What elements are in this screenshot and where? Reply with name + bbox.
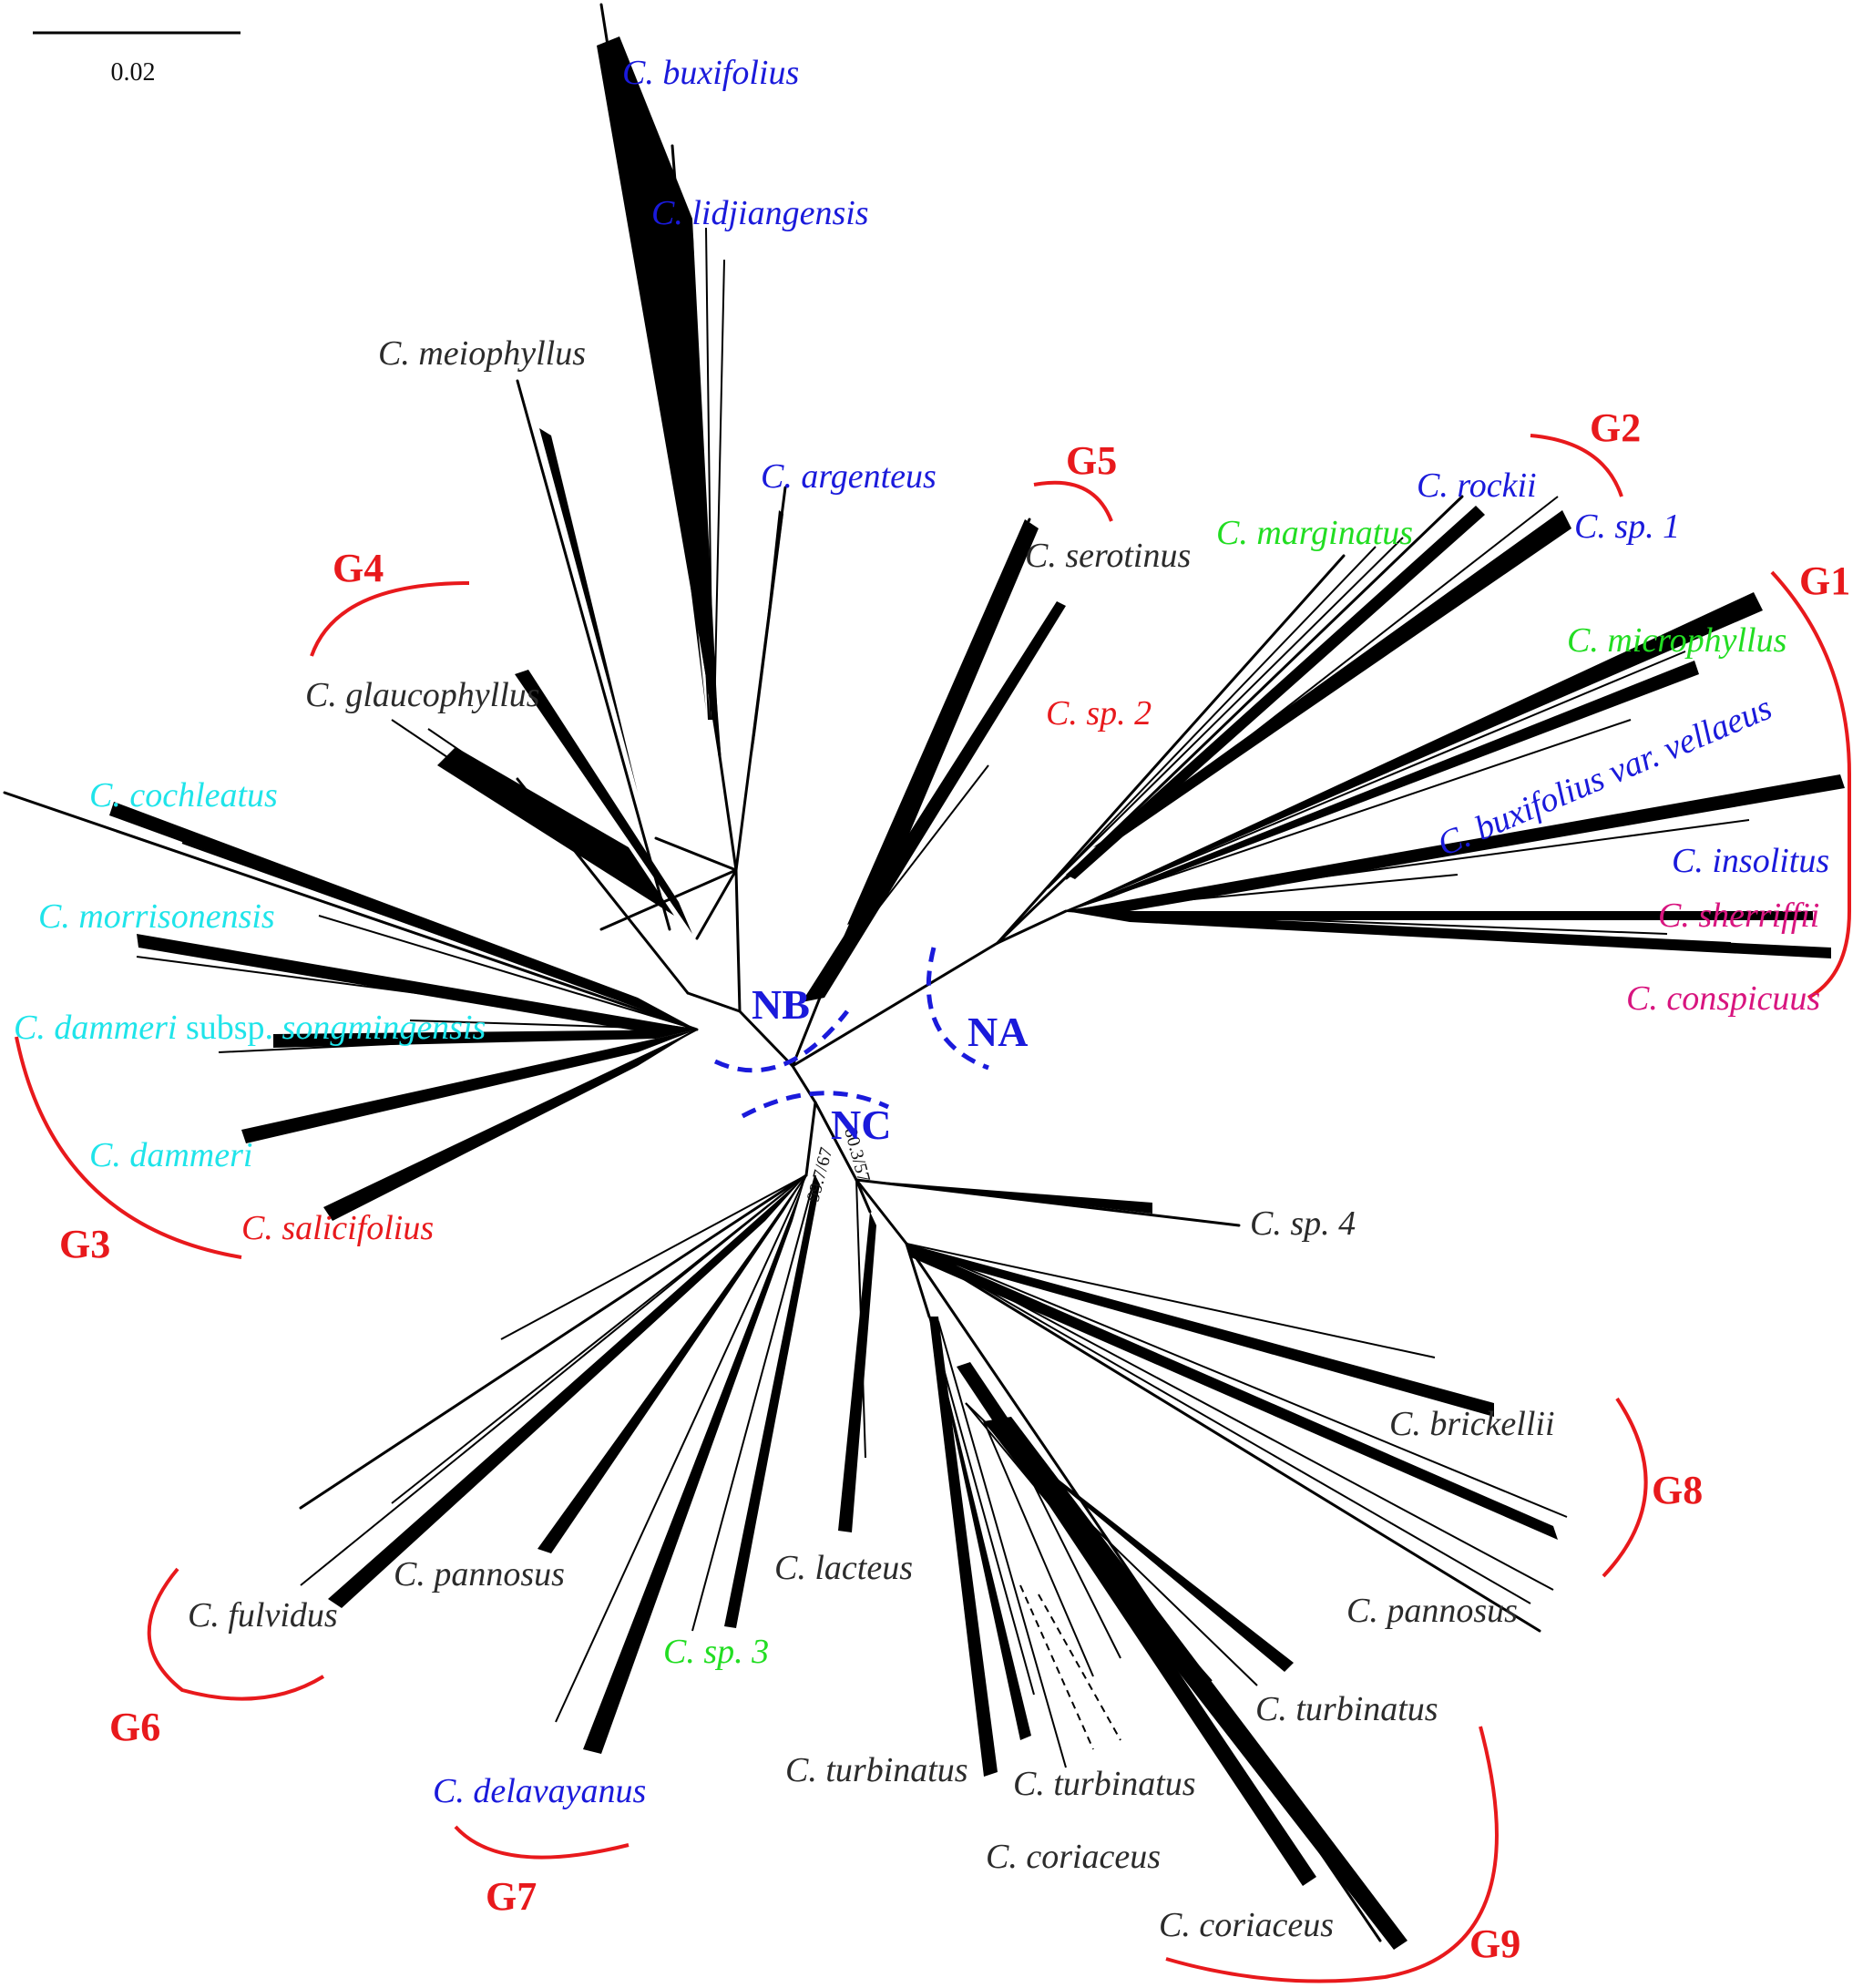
taxon-marginatus: C. marginatus <box>1216 514 1413 552</box>
taxon-morrisonensis: C. morrisonensis <box>38 897 275 936</box>
taxon-dammeri-sub-epithet: songmingensis <box>282 1009 486 1047</box>
group-label-g2: G2 <box>1590 405 1641 450</box>
taxon-delavayanus: C. delavayanus <box>433 1772 646 1810</box>
taxon-lidjiangensis: C. lidjiangensis <box>651 194 869 232</box>
taxon-coriaceus-mid: C. coriaceus <box>986 1838 1161 1876</box>
bracket-g4 <box>310 581 470 657</box>
taxon-pannosus-left: C. pannosus <box>394 1555 565 1593</box>
clade-na-branches <box>802 495 1845 1002</box>
taxon-coriaceus-bottom: C. coriaceus <box>1159 1906 1334 1944</box>
group-label-g8: G8 <box>1652 1468 1703 1512</box>
backbone-nb-stem <box>738 1009 794 1068</box>
node-nc-bracket <box>741 1091 890 1119</box>
taxon-meiophyllus: C. meiophyllus <box>378 334 586 373</box>
taxon-argenteus: C. argenteus <box>761 457 937 496</box>
taxon-sp1: C. sp. 1 <box>1574 507 1680 546</box>
taxon-dammeri-subsp-songmingensis: C. dammeri subsp. songmingensis <box>14 1009 486 1047</box>
bracket-g3 <box>15 1036 242 1259</box>
node-na-bracket <box>926 947 989 1071</box>
node-na-label: NA <box>967 1009 1028 1055</box>
group-label-g4: G4 <box>333 546 384 590</box>
bracket-g5 <box>1033 480 1113 522</box>
backbone-ncore <box>791 996 822 1068</box>
group-label-g7: G7 <box>486 1874 537 1919</box>
taxon-glaucophyllus: C. glaucophyllus <box>305 676 540 714</box>
bracket-g1 <box>1770 570 1851 999</box>
taxon-turbinatus-left: C. turbinatus <box>785 1751 968 1789</box>
taxon-insolitus: C. insolitus <box>1672 842 1829 880</box>
taxon-lacteus: C. lacteus <box>774 1549 913 1587</box>
taxon-dammeri: C. dammeri <box>89 1136 252 1174</box>
taxon-turbinatus-mid: C. turbinatus <box>1013 1765 1196 1803</box>
group-label-g3: G3 <box>59 1222 110 1266</box>
backbone-nc-b <box>814 1101 858 1182</box>
taxon-fulvidus: C. fulvidus <box>188 1596 338 1634</box>
taxon-dammeri-sub-genus: C. dammeri <box>14 1009 177 1047</box>
bracket-g9 <box>1165 1726 1499 1983</box>
taxon-sherriffii: C. sherriffii <box>1658 897 1819 935</box>
taxon-sp4: C. sp. 4 <box>1250 1204 1356 1243</box>
backbone-nc-stem <box>791 1064 817 1104</box>
node-nb-bracket <box>713 1009 849 1073</box>
group-label-g1: G1 <box>1799 558 1850 603</box>
bracket-g2 <box>1530 434 1623 497</box>
backbone-nc-a <box>804 1101 817 1177</box>
bracket-g6 <box>147 1567 325 1701</box>
taxon-serotinus: C. serotinus <box>1025 537 1191 575</box>
taxon-salicifolius: C. salicifolius <box>241 1209 434 1247</box>
clade-nb-branches <box>3 3 787 1221</box>
taxon-brickellii: C. brickellii <box>1389 1405 1555 1443</box>
taxon-conspicuus: C. conspicuus <box>1626 979 1820 1018</box>
taxon-sp2: C. sp. 2 <box>1046 694 1152 733</box>
scale-bar-label: 0.02 <box>111 58 156 87</box>
taxon-buxifolius: C. buxifolius <box>622 54 799 92</box>
taxon-dammeri-sub-rank: subsp. <box>177 1009 281 1047</box>
scale-bar: 0.02 <box>33 31 241 87</box>
bracket-g7 <box>454 1825 630 1860</box>
node-nb-label: NB <box>752 981 810 1028</box>
node-nc-label: NC <box>831 1102 891 1148</box>
backbone <box>738 941 999 1182</box>
taxon-buxifolius-vellaeus: C. buxifolius var. vellaeus <box>1432 689 1777 864</box>
bracket-g8 <box>1602 1397 1648 1578</box>
group-label-g6: G6 <box>109 1705 160 1749</box>
taxon-pannosus-right: C. pannosus <box>1346 1592 1518 1630</box>
taxon-labels: C. buxifolius C. lidjiangensis C. meioph… <box>14 54 1829 1944</box>
backbone-na-stem <box>791 941 999 1068</box>
group-label-g9: G9 <box>1469 1921 1520 1966</box>
group-brackets <box>15 434 1851 1983</box>
group-label-g5: G5 <box>1066 438 1117 483</box>
taxon-turbinatus-right: C. turbinatus <box>1255 1690 1438 1728</box>
taxon-microphyllus: C. microphyllus <box>1567 621 1786 660</box>
taxon-sp3: C. sp. 3 <box>663 1633 769 1671</box>
clade-nc-branches <box>299 1173 1568 1950</box>
taxon-rockii: C. rockii <box>1417 466 1537 505</box>
taxon-cochleatus: C. cochleatus <box>89 776 278 815</box>
